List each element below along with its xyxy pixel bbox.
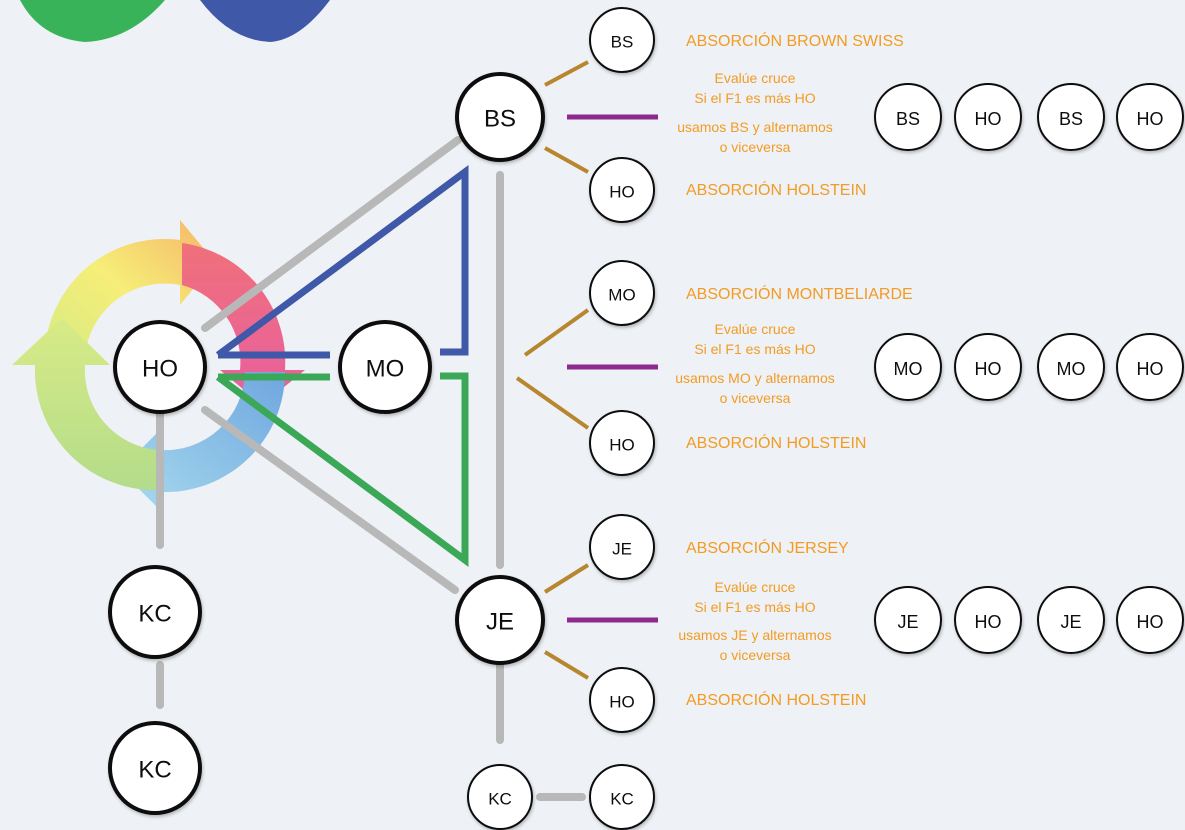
node-ho-bs-bottom: HO bbox=[589, 157, 655, 223]
note-bs-line-2: Si el F1 es más HO bbox=[694, 90, 815, 106]
label-abs-brown-swiss: ABSORCIÓN BROWN SWISS bbox=[686, 31, 904, 50]
gray-connectors bbox=[156, 136, 586, 801]
blue-crossing-path bbox=[215, 165, 469, 359]
svg-text:HO: HO bbox=[975, 612, 1002, 632]
node-ho-mo-bottom-label: HO bbox=[609, 436, 635, 455]
svg-text:JE: JE bbox=[897, 612, 918, 632]
cycle-arrow-red bbox=[182, 243, 305, 405]
note-je-line-1: Evalúe cruce bbox=[715, 579, 796, 595]
note-bs-line-3: usamos BS y alternamos bbox=[677, 119, 833, 135]
node-kc-left-bottom: KC bbox=[108, 721, 202, 815]
node-mo-main-label: MO bbox=[366, 356, 405, 383]
node-bs-main-label: BS bbox=[484, 106, 516, 133]
green-blob-decoration bbox=[20, 0, 165, 42]
node-kc-bottom-right-label: KC bbox=[610, 790, 634, 809]
evaluate-lines bbox=[567, 114, 658, 623]
node-mo-top-label: MO bbox=[608, 286, 635, 305]
node-je-main-label: JE bbox=[486, 609, 514, 636]
node-kc-left-top-label: KC bbox=[138, 601, 171, 628]
note-bs-line-1: Evalúe cruce bbox=[715, 70, 796, 86]
line-ho-bs bbox=[201, 136, 462, 332]
node-kc-bottom-right: KC bbox=[589, 764, 655, 830]
sequence-je-item: HO bbox=[1116, 586, 1184, 654]
node-kc-left-top: KC bbox=[108, 565, 202, 659]
svg-text:HO: HO bbox=[1137, 612, 1164, 632]
svg-text:HO: HO bbox=[975, 109, 1002, 129]
node-bs-top: BS bbox=[589, 7, 655, 73]
sequence-mo: MO HO MO HO bbox=[874, 333, 1184, 401]
branch-je-bottom bbox=[543, 650, 590, 680]
sequence-mo-item: MO bbox=[1037, 333, 1105, 401]
node-kc-bottom-mid: KC bbox=[467, 764, 533, 830]
svg-text:HO: HO bbox=[1137, 109, 1164, 129]
node-mo-main: MO bbox=[338, 320, 432, 414]
sequence-bs-item: HO bbox=[954, 83, 1022, 151]
note-mo-line-3: usamos MO y alternamos bbox=[675, 370, 835, 386]
green-crossing-path bbox=[215, 372, 469, 567]
branch-je-top bbox=[543, 563, 590, 594]
svg-text:BS: BS bbox=[896, 109, 920, 129]
branch-mo-top bbox=[523, 308, 590, 357]
sequence-bs: BS HO BS HO bbox=[874, 83, 1184, 151]
node-ho-main-label: HO bbox=[142, 356, 178, 383]
note-je-line-2: Si el F1 es más HO bbox=[694, 599, 815, 615]
branch-mo-bottom bbox=[515, 376, 590, 430]
sequence-je-item: HO bbox=[954, 586, 1022, 654]
note-bs-line-4: o viceversa bbox=[720, 139, 791, 155]
node-kc-bottom-mid-label: KC bbox=[488, 790, 512, 809]
label-abs-jersey: ABSORCIÓN JERSEY bbox=[686, 538, 849, 557]
svg-text:MO: MO bbox=[1057, 359, 1086, 379]
note-mo-line-2: Si el F1 es más HO bbox=[694, 341, 815, 357]
node-je-top-label: JE bbox=[612, 540, 632, 559]
node-ho-bs-bottom-label: HO bbox=[609, 183, 635, 202]
node-bs-main: BS bbox=[455, 72, 545, 162]
svg-text:JE: JE bbox=[1060, 612, 1081, 632]
node-ho-mo-bottom: HO bbox=[589, 410, 655, 476]
svg-text:BS: BS bbox=[1059, 109, 1083, 129]
note-je-line-3: usamos JE y alternamos bbox=[678, 627, 831, 643]
node-kc-left-bottom-label: KC bbox=[138, 757, 171, 784]
node-ho-je-bottom: HO bbox=[589, 667, 655, 733]
line-ho-je bbox=[201, 406, 459, 594]
sequence-bs-item: HO bbox=[1116, 83, 1184, 151]
note-mo-line-4: o viceversa bbox=[720, 390, 791, 406]
label-abs-holstein-3: ABSORCIÓN HOLSTEIN bbox=[686, 690, 866, 709]
cycle-arrow-green bbox=[12, 318, 158, 491]
sequence-bs-item: BS bbox=[874, 83, 942, 151]
note-je-line-4: o viceversa bbox=[720, 647, 791, 663]
svg-text:HO: HO bbox=[1137, 359, 1164, 379]
sequence-bs-item: BS bbox=[1037, 83, 1105, 151]
branch-bs-top bbox=[544, 60, 589, 87]
label-abs-montbeliarde: ABSORCIÓN MONTBELIARDE bbox=[686, 284, 913, 303]
node-ho-je-bottom-label: HO bbox=[609, 693, 635, 712]
sequence-je-item: JE bbox=[1037, 586, 1105, 654]
label-abs-holstein-1: ABSORCIÓN HOLSTEIN bbox=[686, 180, 866, 199]
node-ho-main: HO bbox=[113, 320, 207, 414]
branch-lines bbox=[515, 60, 590, 680]
node-mo-top: MO bbox=[589, 260, 655, 326]
blue-blob-decoration bbox=[200, 0, 330, 42]
node-je-top: JE bbox=[589, 514, 655, 580]
sequence-mo-item: HO bbox=[954, 333, 1022, 401]
branch-bs-bottom bbox=[544, 146, 589, 174]
sequence-je-item: JE bbox=[874, 586, 942, 654]
cycle-arrow-yellow bbox=[44, 220, 215, 370]
node-je-main: JE bbox=[455, 575, 545, 665]
svg-text:MO: MO bbox=[894, 359, 923, 379]
node-bs-top-label: BS bbox=[611, 33, 634, 52]
sequence-mo-item: MO bbox=[874, 333, 942, 401]
svg-text:HO: HO bbox=[975, 359, 1002, 379]
sequence-mo-item: HO bbox=[1116, 333, 1184, 401]
note-mo-line-1: Evalúe cruce bbox=[715, 321, 796, 337]
label-abs-holstein-2: ABSORCIÓN HOLSTEIN bbox=[686, 433, 866, 452]
sequence-je: JE HO JE HO bbox=[874, 586, 1184, 654]
